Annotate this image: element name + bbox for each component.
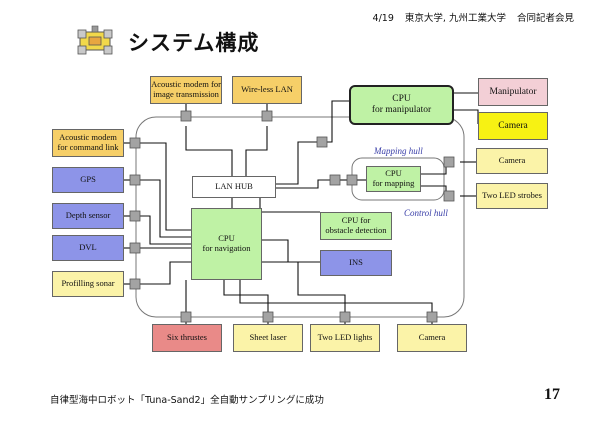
profiling-sonar-label: Profilling sonar	[61, 278, 115, 289]
cpu-navigation-line1: CPU	[218, 233, 235, 244]
robot-logo-icon	[77, 25, 113, 55]
port-acoustic-image	[180, 110, 192, 122]
header-date: 4/19	[372, 13, 394, 24]
page-title: システム構成	[128, 31, 260, 55]
ins-label: INS	[349, 257, 363, 268]
acoustic-image-line1: Acoustic modem for	[151, 79, 221, 90]
depth-sensor-label: Depth sensor	[65, 210, 111, 221]
cpu-mapping-line1: CPU	[385, 168, 402, 179]
cpu-manipulator-line2: for manipulator	[371, 105, 432, 115]
cpu-obstacle-line1: CPU for	[341, 215, 371, 226]
six-thrusters-block: Six thrustes	[152, 324, 222, 352]
acoustic-modem-command-block: Acoustic modem for command link	[52, 129, 124, 157]
port-manipulator	[316, 136, 328, 148]
header-institutions: 東京大学, 九州工業大学	[404, 13, 506, 24]
manipulator-label: Manipulator	[489, 86, 537, 97]
port-wireless-lan	[261, 110, 273, 122]
slide-header: 4/19 東京大学, 九州工業大学 合同記者会見	[373, 10, 574, 24]
port-gps	[129, 174, 141, 186]
wireless-lan-label: Wire-less LAN	[241, 84, 293, 95]
port-thrusters	[180, 311, 192, 323]
cpu-mapping-line2: for mapping	[372, 178, 415, 188]
cpu-navigation-block: CPU for navigation	[191, 208, 262, 280]
port-sheet-laser	[262, 311, 274, 323]
camera-mapping-label: Camera	[498, 155, 526, 166]
led-lights-block: Two LED lights	[310, 324, 380, 352]
acoustic-modem-image-block: Acoustic modem for image transmission	[150, 76, 222, 104]
port-dvl	[129, 242, 141, 254]
lan-hub-label: LAN HUB	[215, 181, 253, 192]
gps-label: GPS	[80, 174, 96, 185]
cpu-obstacle-line2: obstacle detection	[325, 225, 387, 235]
led-strobes-block: Two LED strobes	[476, 183, 548, 209]
mapping-hull-label: Mapping hull	[374, 146, 423, 156]
cpu-obstacle-block: CPU for obstacle detection	[320, 212, 392, 240]
six-thrusters-label: Six thrustes	[167, 332, 207, 343]
port-mapping-inner	[346, 174, 358, 186]
wireless-lan-block: Wire-less LAN	[232, 76, 302, 104]
sheet-laser-label: Sheet laser	[249, 332, 287, 343]
acoustic-image-line2: image transmission	[153, 89, 219, 99]
port-led-lights	[339, 311, 351, 323]
camera-bottom-label: Camera	[418, 332, 446, 343]
port-strobe-camera	[443, 156, 455, 168]
footer-caption: 自律型海中ロボット「Tuna-Sand2」全自動サンプリングに成功	[50, 395, 324, 406]
camera-top-label: Camera	[498, 120, 528, 131]
cpu-mapping-block: CPU for mapping	[366, 166, 421, 192]
title-area: システム構成	[74, 22, 259, 62]
led-strobes-label: Two LED strobes	[482, 190, 542, 201]
lan-hub-block: LAN HUB	[192, 176, 276, 198]
cpu-manipulator-block: CPU for manipulator	[349, 85, 454, 125]
led-lights-label: Two LED lights	[317, 332, 373, 343]
page-number: 17	[544, 386, 560, 403]
camera-top-block: Camera	[478, 112, 548, 140]
acoustic-command-line1: Acoustic modem	[59, 132, 117, 143]
header-event: 合同記者会見	[516, 13, 574, 24]
port-depth	[129, 210, 141, 222]
depth-sensor-block: Depth sensor	[52, 203, 124, 229]
ins-block: INS	[320, 250, 392, 276]
port-sonar	[129, 278, 141, 290]
port-strobe-led	[443, 190, 455, 202]
port-acoustic-command	[129, 137, 141, 149]
dvl-block: DVL	[52, 235, 124, 261]
port-camera-bottom	[426, 311, 438, 323]
control-hull-label: Control hull	[404, 208, 448, 218]
camera-mapping-block: Camera	[476, 148, 548, 174]
port-mapping-hull	[329, 174, 341, 186]
profiling-sonar-block: Profilling sonar	[52, 271, 124, 297]
camera-bottom-block: Camera	[397, 324, 467, 352]
dvl-label: DVL	[79, 242, 97, 253]
cpu-navigation-line2: for navigation	[202, 243, 251, 253]
acoustic-command-line2: for command link	[57, 142, 119, 152]
sheet-laser-block: Sheet laser	[233, 324, 303, 352]
manipulator-block: Manipulator	[478, 78, 548, 106]
gps-block: GPS	[52, 167, 124, 193]
cpu-manipulator-line1: CPU	[392, 94, 411, 105]
